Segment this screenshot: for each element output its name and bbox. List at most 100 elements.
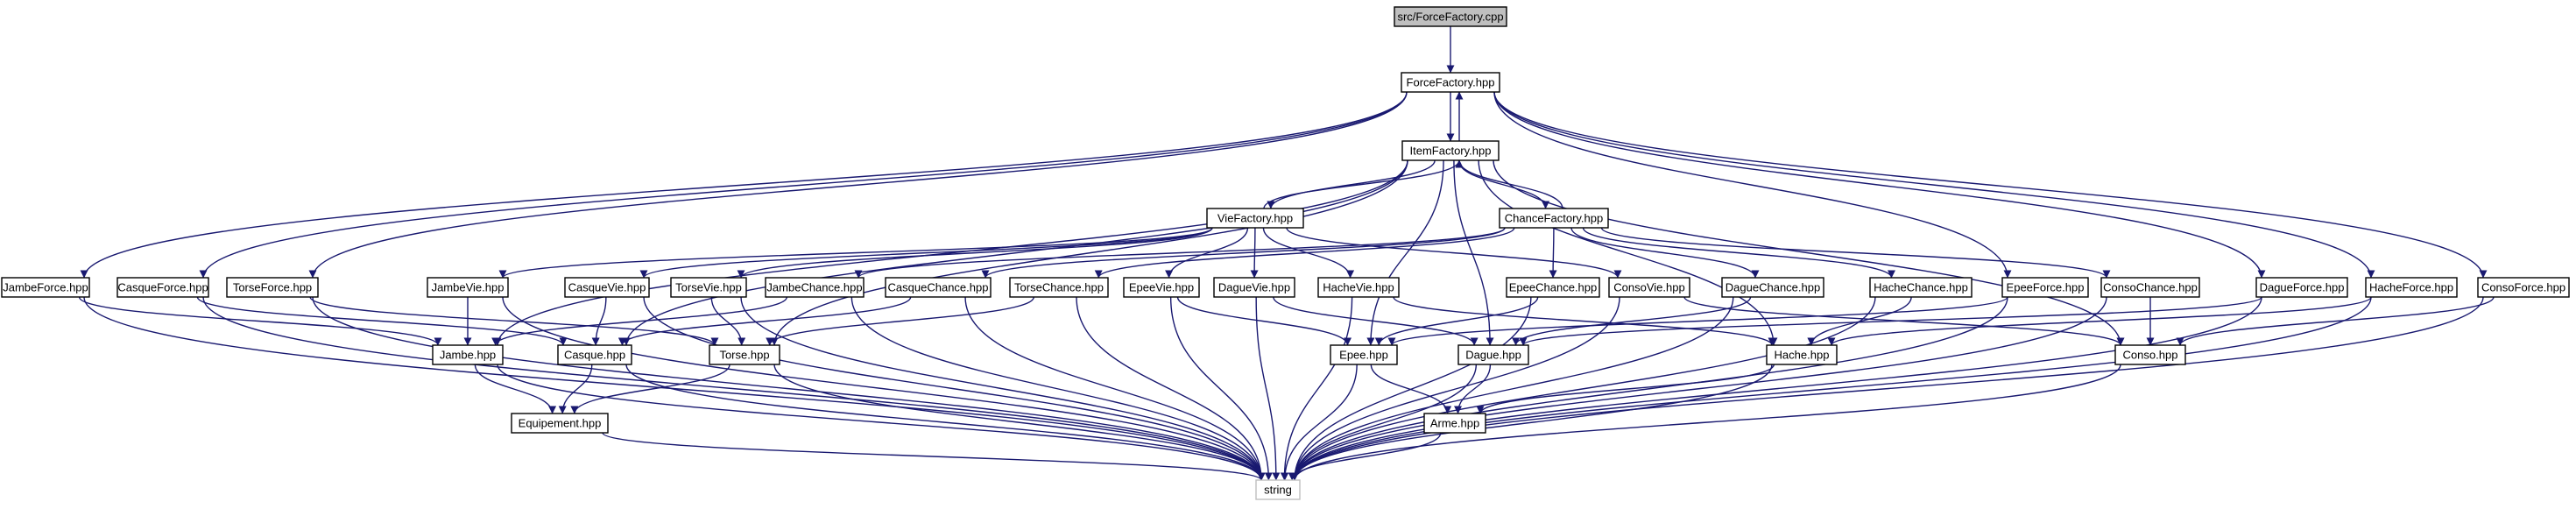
node-box [1255, 479, 1301, 500]
edge-itemfactory-hpp-to-casque-hpp [622, 159, 1408, 346]
node-daguevie-hpp[interactable]: DagueVie.hpp [1213, 277, 1295, 298]
node-box [427, 277, 509, 298]
edge-viefactory-hpp-to-epeevie-hpp [1165, 227, 1249, 279]
node-box [564, 277, 650, 298]
edge-hachechance-hpp-to-string [1290, 296, 1876, 481]
edge-itemfactory-hpp-to-conso-hpp [1493, 159, 2125, 346]
node-hachevie-hpp[interactable]: HacheVie.hpp [1317, 277, 1400, 298]
node-hacheforce-hpp[interactable]: HacheForce.hpp [2365, 277, 2458, 298]
node-dague-hpp[interactable]: Dague.hpp [1457, 344, 1529, 365]
node-epee-hpp[interactable]: Epee.hpp [1330, 344, 1398, 365]
edge-viefactory-hpp-to-itemfactory-hpp [1263, 159, 1464, 209]
node-torsevie-hpp[interactable]: TorseVie.hpp [670, 277, 747, 298]
node-hache-hpp[interactable]: Hache.hpp [1766, 344, 1838, 365]
node-label: TorseChance.hpp [1014, 281, 1104, 294]
node-casqueforce-hpp[interactable]: CasqueForce.hpp [116, 277, 209, 298]
node-dagueforce-hpp[interactable]: DagueForce.hpp [2255, 277, 2348, 298]
edge-consochance-hpp-to-string [1290, 296, 2107, 481]
edge-jambeforce-hpp-to-jambe-hpp [78, 296, 442, 346]
edge-forcefactory-hpp-to-dagueforce-hpp [1493, 91, 2266, 279]
node-box [1457, 344, 1529, 365]
edge-hache-hpp-to-string [1290, 364, 1773, 481]
edge-hachechance-hpp-to-hache-hpp [1807, 296, 1912, 346]
edge-forcefactory-hpp-to-jambeforce-hpp [80, 91, 1408, 279]
node-chancefactory-hpp[interactable]: ChanceFactory.hpp [1499, 208, 1609, 229]
node-box [1423, 413, 1486, 434]
node-label: EpeeChance.hpp [1509, 281, 1597, 294]
node-box [1721, 277, 1824, 298]
edge-epeevie-hpp-to-epee-hpp [1176, 296, 1352, 346]
node-label: VieFactory.hpp [1217, 212, 1293, 225]
node-label: src/ForceFactory.cpp [1397, 11, 1503, 24]
node-casquechance-hpp[interactable]: CasqueChance.hpp [885, 277, 992, 298]
node-box [2001, 277, 2089, 298]
node-conso-hpp[interactable]: Conso.hpp [2114, 344, 2186, 365]
edge-daguevie-hpp-to-dague-hpp [1273, 296, 1479, 346]
node-label: JambeVie.hpp [432, 281, 505, 294]
edge-torsevie-hpp-to-string [740, 296, 1266, 481]
node-hachechance-hpp[interactable]: HacheChance.hpp [1869, 277, 1973, 298]
node-torse-hpp[interactable]: Torse.hpp [709, 344, 780, 365]
edge-daguechance-hpp-to-dague-hpp [1512, 296, 1752, 346]
edge-epee-hpp-to-string [1281, 364, 1358, 481]
node-label: Torse.hpp [719, 349, 769, 362]
node-casquevie-hpp[interactable]: CasqueVie.hpp [564, 277, 650, 298]
node-jambeforce-hpp[interactable]: JambeForce.hpp [1, 277, 90, 298]
node-label: DagueForce.hpp [2260, 281, 2345, 294]
edge-hacheforce-hpp-to-string [1290, 296, 2372, 481]
node-itemfactory-hpp[interactable]: ItemFactory.hpp [1401, 140, 1500, 161]
edge-chancefactory-hpp-to-epeechance-hpp [1549, 227, 1557, 279]
node-casque-hpp[interactable]: Casque.hpp [557, 344, 632, 365]
node-consoforce-hpp[interactable]: ConsoForce.hpp [2477, 277, 2570, 298]
edge-viefactory-hpp-to-consovie-hpp [1286, 227, 1622, 279]
edge-hacheforce-hpp-to-hache-hpp [1827, 296, 2372, 346]
node-box [226, 277, 319, 298]
node-label: string [1264, 484, 1292, 497]
node-jambevie-hpp[interactable]: JambeVie.hpp [427, 277, 509, 298]
node-box [1330, 344, 1398, 365]
edge-daguevie-hpp-to-string [1255, 296, 1281, 481]
edge-itemfactory-hpp-to-viefactory-hpp [1267, 159, 1436, 209]
node-consovie-hpp[interactable]: ConsoVie.hpp [1608, 277, 1690, 298]
node-box [1009, 277, 1109, 298]
node-label: Dague.hpp [1465, 349, 1521, 362]
node-box [2477, 277, 2570, 298]
edge-torse-hpp-to-equipement-hpp [570, 364, 730, 414]
node-jambechance-hpp[interactable]: JambeChance.hpp [765, 277, 865, 298]
node-epeechance-hpp[interactable]: EpeeChance.hpp [1506, 277, 1600, 298]
node-label: TorseVie.hpp [675, 281, 742, 294]
edge-casqueforce-hpp-to-string [202, 296, 1266, 481]
node-label: Equipement.hpp [519, 417, 602, 430]
node-box [2255, 277, 2348, 298]
edge-jambevie-hpp-to-string [502, 296, 1266, 481]
edge-dagueforce-hpp-to-dague-hpp [1519, 296, 2262, 346]
node-consochance-hpp[interactable]: ConsoChance.hpp [2100, 277, 2200, 298]
node-box [1, 277, 90, 298]
node-box [1206, 208, 1304, 229]
node-label: Conso.hpp [2123, 349, 2178, 362]
node-string[interactable]: string [1255, 479, 1301, 500]
node-arme-hpp[interactable]: Arme.hpp [1423, 413, 1486, 434]
edge-itemfactory-hpp-to-torse-hpp [770, 159, 1408, 346]
node-epeevie-hpp[interactable]: EpeeVie.hpp [1123, 277, 1200, 298]
node-torseforce-hpp[interactable]: TorseForce.hpp [226, 277, 319, 298]
node-box [2365, 277, 2458, 298]
node-forcefactory-hpp[interactable]: ForceFactory.hpp [1401, 72, 1500, 93]
node-label: ItemFactory.hpp [1410, 145, 1492, 158]
node-box [670, 277, 747, 298]
edge-forcefactory-hpp-to-torseforce-hpp [308, 91, 1408, 279]
node-box [557, 344, 632, 365]
node-epeeforce-hpp[interactable]: EpeeForce.hpp [2001, 277, 2089, 298]
node-box [765, 277, 865, 298]
edge-equipement-hpp-to-string [602, 432, 1266, 481]
node-torsechance-hpp[interactable]: TorseChance.hpp [1009, 277, 1109, 298]
node-box [2100, 277, 2200, 298]
node-jambe-hpp[interactable]: Jambe.hpp [432, 344, 504, 365]
edge-chancefactory-hpp-to-consochance-hpp [1600, 227, 2111, 279]
node-equipement-hpp[interactable]: Equipement.hpp [511, 413, 609, 434]
edge-viefactory-hpp-to-jambevie-hpp [498, 227, 1213, 279]
node-viefactory-hpp[interactable]: VieFactory.hpp [1206, 208, 1304, 229]
edge-viefactory-hpp-to-casquevie-hpp [639, 227, 1213, 279]
edge-torse-hpp-to-string [773, 364, 1266, 481]
node-daguechance-hpp[interactable]: DagueChance.hpp [1721, 277, 1824, 298]
